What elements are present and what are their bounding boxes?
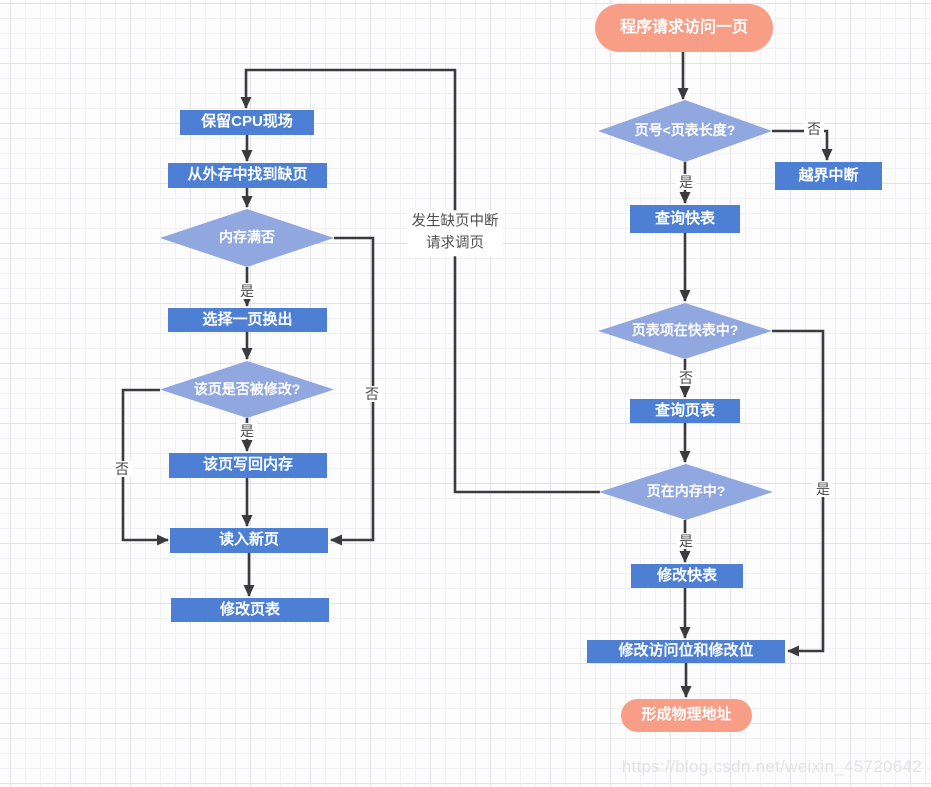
- node-query-page-table: 查询页表: [630, 399, 740, 423]
- node-memory-full-check: 内存满否: [160, 209, 334, 267]
- node-update-tlb: 修改快表: [631, 564, 743, 588]
- edge-label-yes: 是: [676, 174, 696, 190]
- edge-label-yes: 是: [813, 481, 833, 497]
- node-query-tlb: 查询快表: [630, 205, 740, 233]
- node-update-access-modify-bits: 修改访问位和修改位: [587, 640, 785, 663]
- annotation-line-1: 发生缺页中断: [411, 213, 499, 230]
- edge-label-no: 否: [112, 461, 132, 477]
- node-tlb-hit-check: 页表项在快表中?: [598, 303, 772, 359]
- node-page-in-memory-check: 页在内存中?: [599, 464, 773, 520]
- node-form-physical-address: 形成物理地址: [621, 699, 752, 732]
- page-fault-annotation: 发生缺页中断 请求调页: [407, 210, 503, 256]
- edge-label-yes: 是: [237, 423, 257, 439]
- edge-label-no: 否: [804, 121, 824, 137]
- node-read-new-page: 读入新页: [170, 528, 328, 553]
- node-select-page-to-swap-out: 选择一页换出: [168, 308, 327, 332]
- edge-label-yes: 是: [237, 283, 257, 299]
- node-save-cpu-state: 保留CPU现场: [180, 110, 314, 135]
- node-out-of-bounds-interrupt: 越界中断: [775, 162, 882, 190]
- node-page-number-check: 页号<页表长度?: [598, 100, 772, 162]
- node-update-page-table: 修改页表: [171, 598, 329, 622]
- node-page-modified-check: 该页是否被修改?: [160, 361, 334, 418]
- annotation-line-2: 请求调页: [426, 235, 484, 251]
- edge-label-yes: 是: [676, 533, 696, 549]
- node-write-page-back: 该页写回内存: [169, 453, 327, 478]
- edge-label-no: 否: [676, 370, 696, 386]
- edge-label-no: 否: [362, 386, 382, 402]
- node-find-missing-page: 从外存中找到缺页: [168, 163, 327, 188]
- watermark-url: https://blog.csdn.net/weixin_45720642: [621, 757, 922, 776]
- node-start: 程序请求访问一页: [595, 4, 773, 52]
